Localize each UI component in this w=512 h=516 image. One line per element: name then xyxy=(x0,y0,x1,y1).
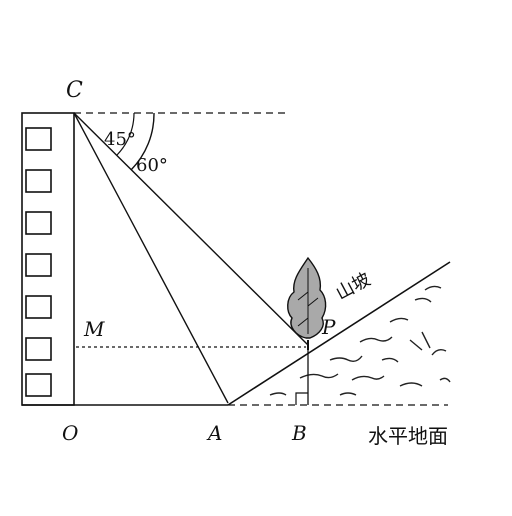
label-c: C xyxy=(66,78,83,103)
building-outline xyxy=(21,112,75,406)
label-o: O xyxy=(62,421,78,445)
building-window xyxy=(25,295,52,319)
line-cp xyxy=(73,112,309,346)
slope-label: 山坡 xyxy=(332,269,374,304)
slope-hatching xyxy=(269,285,451,396)
building-window xyxy=(25,253,52,277)
right-angle-marker xyxy=(295,392,308,405)
building-window xyxy=(25,169,52,193)
label-b: B xyxy=(291,421,307,445)
building-window xyxy=(25,211,52,235)
building-window xyxy=(25,337,52,361)
label-p: P xyxy=(321,315,336,339)
label-a: A xyxy=(206,421,222,445)
angle-arc-45 xyxy=(130,112,155,171)
line-ca xyxy=(73,112,229,404)
angle-label-45: 45° xyxy=(104,129,136,150)
slope-line xyxy=(227,261,451,406)
building-window xyxy=(25,127,52,151)
building-window xyxy=(25,373,52,397)
angle-label-60: 60° xyxy=(136,155,168,176)
label-m: M xyxy=(83,317,105,341)
ground-label: 水平地面 xyxy=(368,424,448,448)
building xyxy=(21,112,75,406)
tree-icon xyxy=(287,256,327,350)
angle-arc-inner xyxy=(116,112,135,156)
